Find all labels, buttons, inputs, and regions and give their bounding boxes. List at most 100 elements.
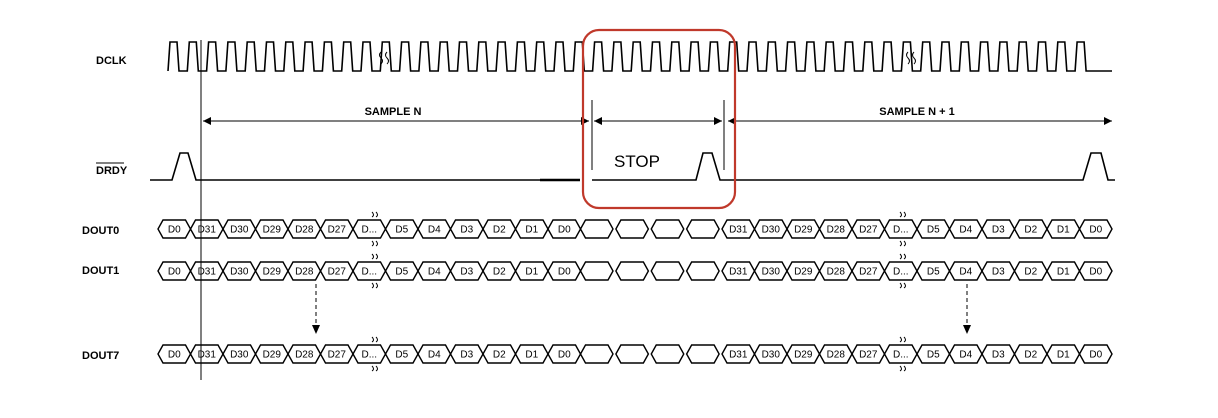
dout1-bit-cell (615, 261, 650, 281)
dout7-bit-cell (650, 344, 685, 364)
dout0-bit-cell (1078, 219, 1113, 239)
dout0-bit-label: D1 (1057, 225, 1070, 236)
dout1-bit-label: D... (361, 267, 377, 278)
dout1-bit-label: D31 (198, 267, 217, 278)
dout1-bit-label: D27 (859, 267, 878, 278)
stop-span (591, 100, 725, 170)
dout0-bit-label: D4 (959, 225, 972, 236)
dout7-bit-label: D4 (428, 350, 441, 361)
dout1-bit-label: D1 (1057, 267, 1070, 278)
dout7-bit-label: D0 (558, 350, 571, 361)
dout7-bit-cell (579, 344, 614, 364)
dout7-bit-label: D1 (1057, 350, 1070, 361)
dout7-bit-cell (615, 344, 650, 364)
dout7-bit-label: D... (893, 350, 909, 361)
sample-n-label: SAMPLE N (365, 106, 422, 118)
dout1-break-mark (371, 253, 378, 289)
dout7-bit-label: D3 (460, 350, 473, 361)
dout7-bit-label: D5 (395, 350, 408, 361)
dout1-bit-label: D2 (493, 267, 506, 278)
sample-n-span (203, 117, 589, 125)
dout0-bit-label: D29 (263, 225, 282, 236)
dout0-bit-label: D3 (992, 225, 1005, 236)
dout1-bit-label: D... (893, 267, 909, 278)
dout1-bit-label: D0 (1089, 267, 1102, 278)
dout0-bit-label: D30 (762, 225, 781, 236)
dout7-bit-label: D27 (859, 350, 878, 361)
dout0-break-mark (371, 211, 378, 247)
dout7-bit-label: D27 (328, 350, 347, 361)
dout0-bit-label: D1 (525, 225, 538, 236)
dout7-bit-label: D29 (794, 350, 813, 361)
dout7-bit-label: D3 (992, 350, 1005, 361)
dout1-bit-cell (650, 261, 685, 281)
dout1-bit-label: D4 (959, 267, 972, 278)
dout0-bit-cell (650, 219, 685, 239)
dclk-break-marks (379, 51, 916, 65)
dout1-label: DOUT1 (82, 265, 119, 277)
dout1-bit-label: D3 (992, 267, 1005, 278)
dout0-bit-label: D30 (230, 225, 249, 236)
dout1-bit-label: D30 (230, 267, 249, 278)
dout1-to-dout7-arrow-left (312, 284, 320, 334)
drdy-label: DRDY (96, 165, 128, 177)
dout0-bit-label: D0 (168, 225, 181, 236)
dout1-bit-cell (579, 261, 614, 281)
dout0-bit-label: D... (361, 225, 377, 236)
dout0-bit-label: D5 (927, 225, 940, 236)
dout1-bit-label: D0 (168, 267, 181, 278)
dout1-bit-label: D1 (525, 267, 538, 278)
dout1-bit-label: D29 (263, 267, 282, 278)
dout7-bit-label: D2 (493, 350, 506, 361)
dout7-bit-label: D31 (198, 350, 217, 361)
dout7-bit-label: D4 (959, 350, 972, 361)
dout1-bit-label: D27 (328, 267, 347, 278)
dout1-bit-label: D3 (460, 267, 473, 278)
dout0-bit-label: D27 (328, 225, 347, 236)
dout0-bit-label: D28 (295, 225, 314, 236)
sample-n1-label: SAMPLE N + 1 (879, 106, 955, 118)
dout0-break-mark (899, 211, 906, 247)
dout1-bit-label: D29 (794, 267, 813, 278)
dout1-bit-label: D28 (827, 267, 846, 278)
dout0-bit-label: D3 (460, 225, 473, 236)
dout1-bit-label: D2 (1024, 267, 1037, 278)
dout0-bit-label: D0 (1089, 225, 1102, 236)
dout0-bit-label: D... (893, 225, 909, 236)
dout0-bit-label: D29 (794, 225, 813, 236)
dout0-bit-label: D5 (395, 225, 408, 236)
dclk-waveform (167, 41, 1112, 72)
dout7-bit-cell (1078, 344, 1113, 364)
dout7-bit-label: D5 (927, 350, 940, 361)
dout1-bit-label: D5 (395, 267, 408, 278)
dout1-bit-cell (685, 261, 720, 281)
dout1-bit-label: D0 (558, 267, 571, 278)
dout7-bit-label: D28 (295, 350, 314, 361)
dout1-to-dout7-arrow-right (963, 284, 971, 334)
dout0-bit-label: D28 (827, 225, 846, 236)
dout7-bit-label: D30 (762, 350, 781, 361)
dout1-bit-label: D30 (762, 267, 781, 278)
dout1-bus: D0 D31 D30 D29 D28 D27 D... D5 D4 D3 D2 D1 D0 D31 D30 D… (157, 253, 1113, 289)
dout1-bit-cell (1078, 261, 1113, 281)
dout1-bit-label: D31 (729, 267, 748, 278)
dout7-bit-label: D... (361, 350, 377, 361)
dout1-bit-label: D5 (927, 267, 940, 278)
dout7-break-mark (371, 336, 378, 372)
stop-highlight-box (581, 28, 737, 210)
dout7-bit-label: D1 (525, 350, 538, 361)
stop-label: STOP (614, 152, 660, 171)
dout0-bit-cell (685, 219, 720, 239)
dout0-bit-label: D2 (493, 225, 506, 236)
dout7-bit-label: D31 (729, 350, 748, 361)
dout7-bit-label: D0 (1089, 350, 1102, 361)
dout7-break-mark (899, 336, 906, 372)
sample-n1-span (728, 117, 1112, 125)
dout1-break-mark (899, 253, 906, 289)
dout7-bit-label: D0 (168, 350, 181, 361)
dout0-label: DOUT0 (82, 225, 119, 237)
dout0-bit-label: D31 (729, 225, 748, 236)
dout0-bit-label: D4 (428, 225, 441, 236)
